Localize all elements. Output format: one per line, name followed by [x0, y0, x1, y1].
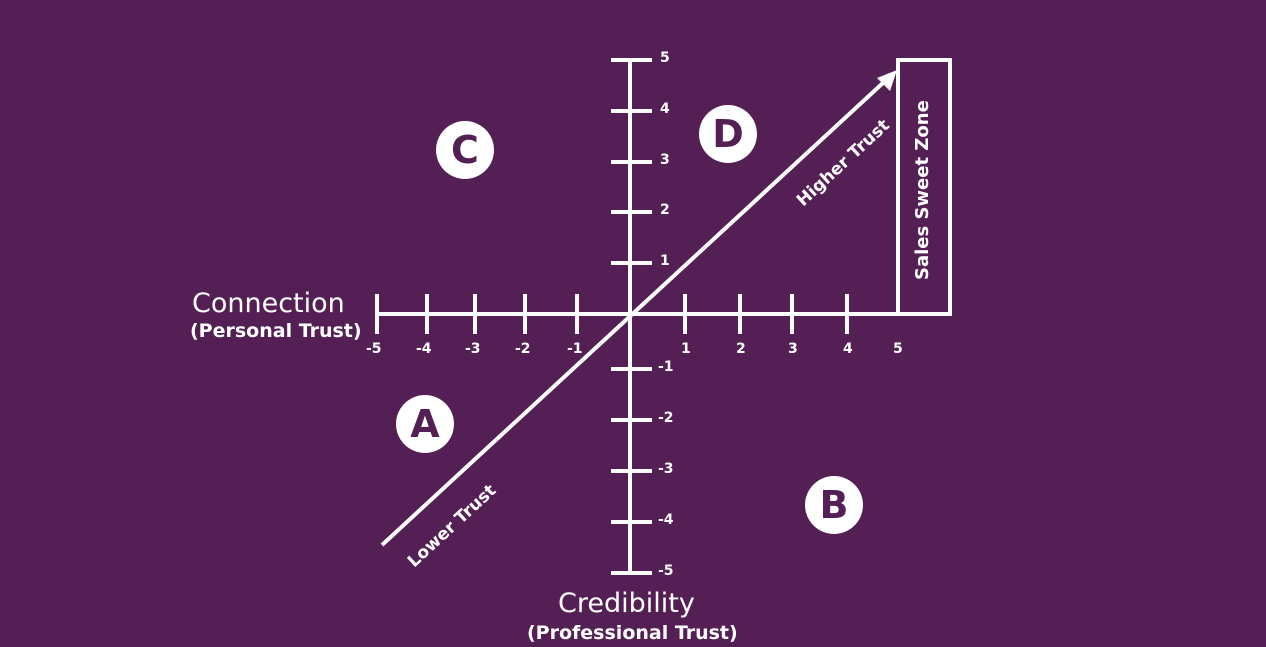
quadrant-d-badge: D	[699, 105, 757, 163]
y-tick: -4	[658, 512, 674, 528]
x-tick: -3	[465, 341, 481, 357]
x-tick: 1	[681, 341, 691, 357]
y-tick: -3	[658, 461, 674, 477]
arrowhead-icon	[877, 70, 897, 91]
x-tick: 3	[788, 341, 798, 357]
y-axis-title: Credibility	[558, 588, 695, 619]
x-tick: -4	[416, 341, 432, 357]
x-tick: -5	[366, 341, 382, 357]
y-tick: 1	[660, 253, 670, 269]
x-tick: 5	[893, 341, 903, 357]
x-tick: 2	[736, 341, 746, 357]
x-axis-subtitle: (Personal Trust)	[190, 320, 362, 342]
x-tick: -2	[515, 341, 531, 357]
y-tick: 4	[660, 101, 670, 117]
sales-sweet-zone-label: Sales Sweet Zone	[912, 100, 933, 280]
y-tick: 2	[660, 202, 670, 218]
y-tick: -1	[658, 359, 674, 375]
y-tick: -5	[658, 563, 674, 579]
x-axis-title: Connection	[192, 288, 345, 319]
y-axis-subtitle: (Professional Trust)	[527, 622, 738, 644]
quadrant-a-badge: A	[396, 395, 454, 453]
y-tick: 3	[660, 152, 670, 168]
y-tick: 5	[660, 50, 670, 66]
quadrant-c-badge: C	[436, 121, 494, 179]
quadrant-b-badge: B	[805, 476, 863, 534]
x-tick: 4	[843, 341, 853, 357]
x-tick: -1	[567, 341, 583, 357]
y-tick: -2	[658, 410, 674, 426]
